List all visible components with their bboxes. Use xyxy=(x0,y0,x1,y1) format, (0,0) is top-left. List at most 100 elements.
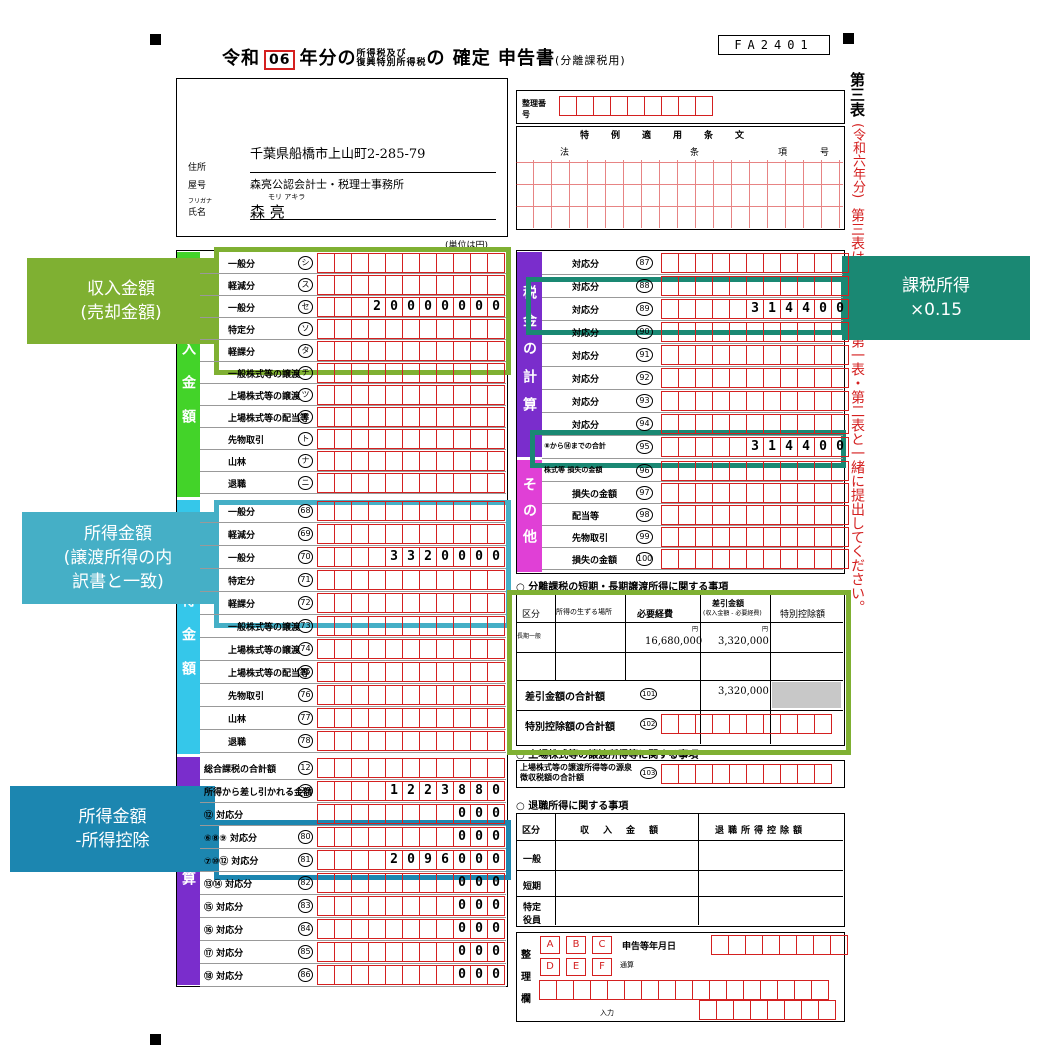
digit-cell[interactable] xyxy=(453,616,471,636)
digit-cell[interactable] xyxy=(831,345,849,365)
digit-cell[interactable] xyxy=(385,593,403,613)
digit-cell[interactable] xyxy=(487,708,505,728)
tax-digits[interactable] xyxy=(661,276,849,296)
digit-cell[interactable] xyxy=(334,896,352,916)
digit-cell[interactable] xyxy=(453,275,471,295)
digit-cell[interactable] xyxy=(402,731,420,751)
digit-cell[interactable] xyxy=(487,524,505,544)
digit-cell[interactable] xyxy=(351,850,369,870)
digit-cell[interactable] xyxy=(402,524,420,544)
digit-cell[interactable] xyxy=(419,407,437,427)
digit-cell[interactable] xyxy=(712,276,730,296)
digit-cell[interactable] xyxy=(385,662,403,682)
digit-cell[interactable] xyxy=(712,549,730,569)
digit-cell[interactable]: 0 xyxy=(487,781,505,801)
tax-digits[interactable] xyxy=(661,414,849,434)
digit-cell[interactable] xyxy=(317,850,335,870)
digit-cell[interactable] xyxy=(453,593,471,613)
tax-digits[interactable] xyxy=(661,391,849,411)
digit-cell[interactable] xyxy=(470,758,488,778)
digit-cell[interactable] xyxy=(317,385,335,405)
shotoku-digits[interactable] xyxy=(317,616,505,636)
digit-cell[interactable] xyxy=(763,345,781,365)
digit-cell[interactable] xyxy=(712,437,730,457)
digit-cell[interactable]: 9 xyxy=(419,850,437,870)
digit-cell[interactable]: 0 xyxy=(436,547,454,567)
digit-cell[interactable] xyxy=(487,253,505,273)
digit-cell[interactable] xyxy=(317,919,335,939)
digit-cell[interactable] xyxy=(487,341,505,361)
digit-cell[interactable] xyxy=(453,363,471,383)
digit-cell[interactable] xyxy=(317,407,335,427)
digit-cell[interactable] xyxy=(436,685,454,705)
digit-cell[interactable] xyxy=(678,322,696,342)
digit-cell[interactable] xyxy=(317,639,335,659)
digit-cell[interactable] xyxy=(385,731,403,751)
digit-cell[interactable] xyxy=(470,253,488,273)
digit-cell[interactable] xyxy=(797,391,815,411)
digit-cell[interactable] xyxy=(797,483,815,503)
digit-cell[interactable] xyxy=(368,593,386,613)
digit-cell[interactable]: 8 xyxy=(453,781,471,801)
digit-cell[interactable] xyxy=(763,322,781,342)
digit-cell[interactable] xyxy=(368,873,386,893)
digit-cell[interactable] xyxy=(763,368,781,388)
digit-cell[interactable] xyxy=(385,708,403,728)
digit-cell[interactable]: 0 xyxy=(453,804,471,824)
digit-cell[interactable] xyxy=(487,429,505,449)
digit-cell[interactable] xyxy=(368,547,386,567)
digit-cell[interactable] xyxy=(763,549,781,569)
digit-cell[interactable] xyxy=(763,276,781,296)
digit-cell[interactable] xyxy=(419,804,437,824)
digit-cell[interactable] xyxy=(661,322,679,342)
digit-cell[interactable] xyxy=(695,461,713,481)
digit-cell[interactable] xyxy=(385,965,403,985)
digit-cell[interactable] xyxy=(436,896,454,916)
digit-cell[interactable] xyxy=(436,758,454,778)
digit-cell[interactable] xyxy=(385,473,403,493)
box-d[interactable]: D xyxy=(540,958,560,976)
digit-cell[interactable] xyxy=(780,391,798,411)
digit-cell[interactable] xyxy=(763,483,781,503)
yago-value[interactable]: 森亮公認会計士・税理士事務所 xyxy=(250,178,404,191)
shotoku-digits[interactable] xyxy=(317,501,505,521)
digit-cell[interactable] xyxy=(831,549,849,569)
digit-cell[interactable] xyxy=(402,385,420,405)
digit-cell[interactable] xyxy=(385,570,403,590)
digit-cell[interactable] xyxy=(368,451,386,471)
digit-cell[interactable] xyxy=(695,414,713,434)
digit-cell[interactable] xyxy=(678,368,696,388)
income-digits[interactable] xyxy=(317,451,505,471)
digit-cell[interactable] xyxy=(729,414,747,434)
income-digits[interactable] xyxy=(317,319,505,339)
digit-cell[interactable] xyxy=(436,385,454,405)
digit-cell[interactable] xyxy=(729,299,747,319)
digit-cell[interactable] xyxy=(385,758,403,778)
digit-cell[interactable]: 4 xyxy=(780,299,798,319)
digit-cell[interactable]: 0 xyxy=(487,297,505,317)
digit-cell[interactable] xyxy=(419,708,437,728)
digit-cell[interactable] xyxy=(368,708,386,728)
digit-cell[interactable] xyxy=(368,385,386,405)
digit-cell[interactable] xyxy=(351,429,369,449)
digit-cell[interactable] xyxy=(678,505,696,525)
digit-cell[interactable] xyxy=(797,461,815,481)
digit-cell[interactable] xyxy=(402,758,420,778)
digit-cell[interactable] xyxy=(729,527,747,547)
digit-cell[interactable] xyxy=(470,708,488,728)
digit-cell[interactable] xyxy=(780,345,798,365)
digit-cell[interactable] xyxy=(470,341,488,361)
digit-cell[interactable] xyxy=(385,341,403,361)
digit-cell[interactable] xyxy=(334,873,352,893)
digit-cell[interactable] xyxy=(385,429,403,449)
digit-cell[interactable] xyxy=(385,385,403,405)
digit-cell[interactable] xyxy=(487,451,505,471)
digit-cell[interactable] xyxy=(368,639,386,659)
digit-cell[interactable] xyxy=(351,275,369,295)
digit-cell[interactable] xyxy=(368,731,386,751)
digit-cell[interactable] xyxy=(453,253,471,273)
digit-cell[interactable] xyxy=(453,341,471,361)
digit-cell[interactable]: 0 xyxy=(453,896,471,916)
